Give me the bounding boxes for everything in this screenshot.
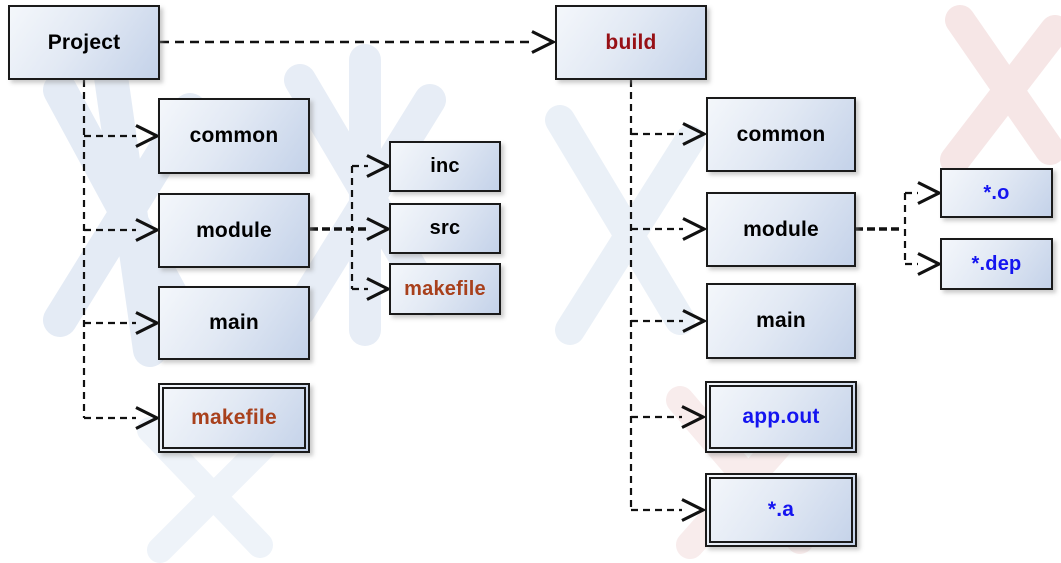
node-left-main: main	[158, 286, 310, 360]
arrowhead-mid-makefile	[366, 277, 392, 301]
arrowhead-inc	[366, 154, 392, 178]
arrowhead-left-common	[135, 124, 161, 148]
arrowhead-right-main	[682, 309, 708, 333]
node-module-makefile: makefile	[389, 263, 501, 315]
arrowhead-right-common	[682, 122, 708, 146]
node-src: src	[389, 203, 501, 254]
node-dep-files: *.dep	[940, 238, 1053, 290]
arrowhead-staticlib	[681, 498, 707, 522]
arrowhead-appout	[681, 405, 707, 429]
node-static-lib: *.a	[705, 473, 857, 547]
node-inc: inc	[389, 141, 501, 192]
node-right-main: main	[706, 283, 856, 359]
node-right-module: module	[706, 192, 856, 267]
arrowhead-obj	[917, 181, 943, 205]
arrowhead-src	[366, 217, 392, 241]
arrowhead-right-module	[682, 217, 708, 241]
arrowhead-left-module	[135, 218, 161, 242]
node-project: Project	[8, 5, 160, 80]
node-obj-files: *.o	[940, 168, 1053, 218]
arrowhead-dep	[917, 252, 943, 276]
node-app-out: app.out	[705, 381, 857, 453]
node-left-makefile: makefile	[158, 383, 310, 453]
arrowhead-left-main	[135, 311, 161, 335]
arrowhead-left-makefile	[135, 406, 161, 430]
node-right-common: common	[706, 97, 856, 172]
arrowhead-build	[531, 30, 557, 54]
node-build: build	[555, 5, 707, 80]
node-left-common: common	[158, 98, 310, 174]
node-left-module: module	[158, 193, 310, 268]
